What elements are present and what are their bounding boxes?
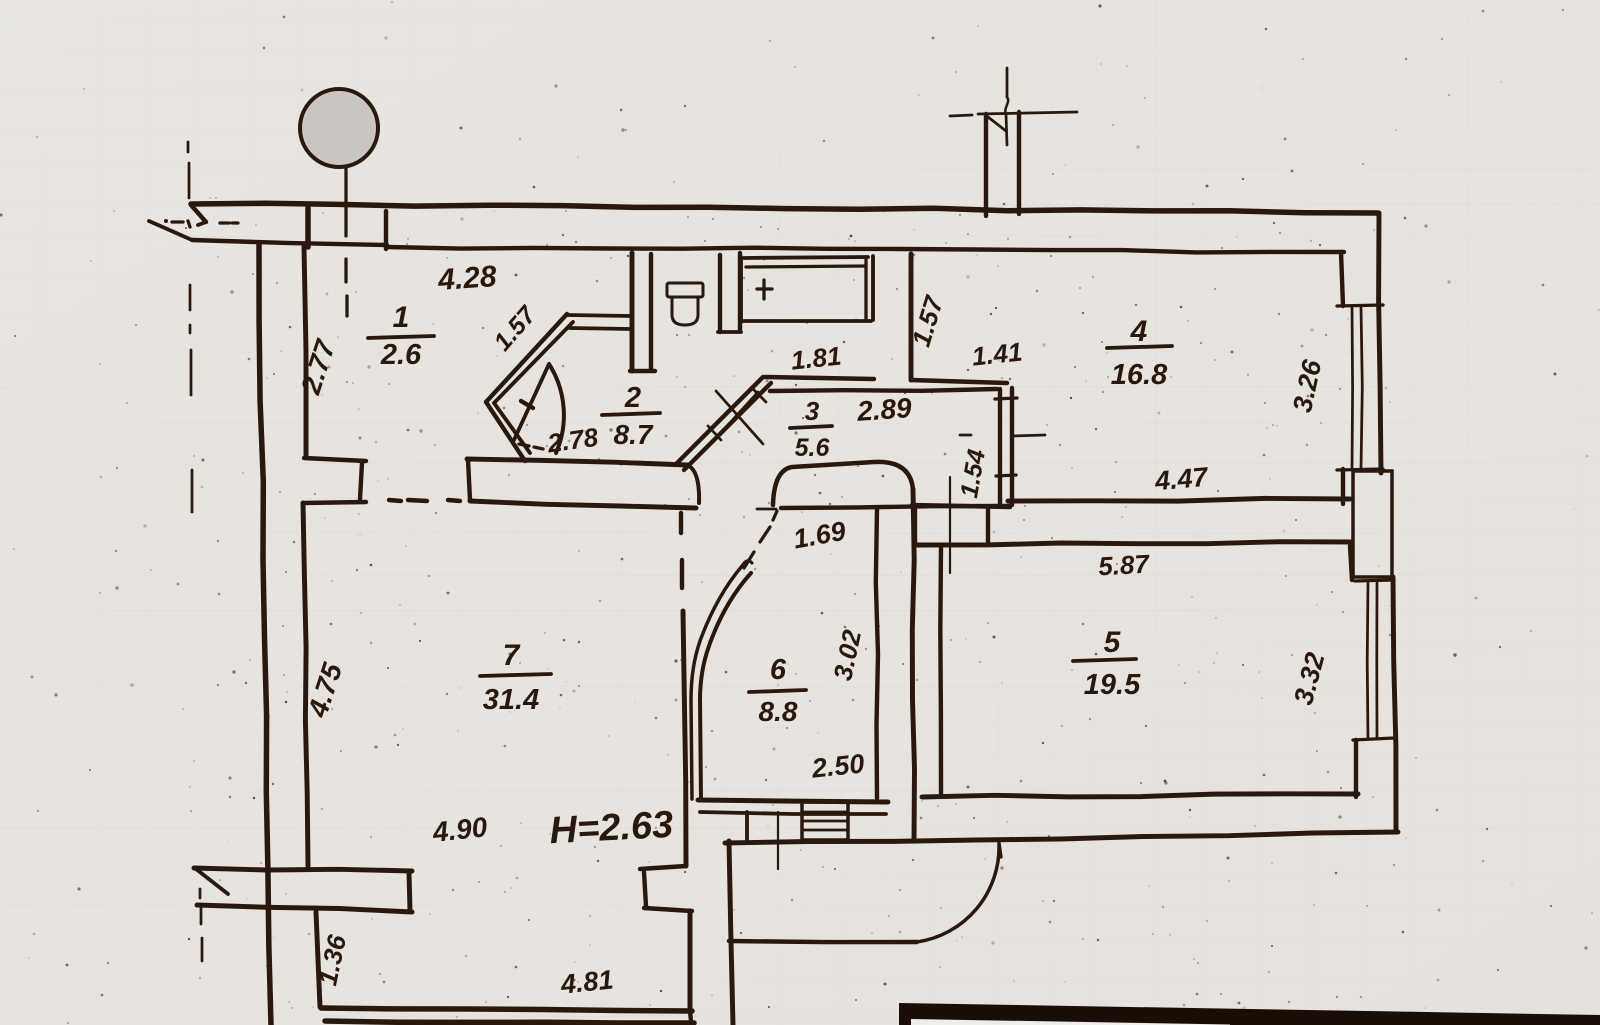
svg-text:6: 6 bbox=[770, 654, 787, 686]
svg-text:1: 1 bbox=[393, 301, 410, 334]
svg-text:H=2.63: H=2.63 bbox=[549, 804, 675, 852]
svg-text:5.87: 5.87 bbox=[1097, 549, 1151, 582]
svg-text:4.47: 4.47 bbox=[1153, 462, 1211, 497]
svg-text:16.8: 16.8 bbox=[1111, 359, 1168, 391]
svg-text:4.28: 4.28 bbox=[436, 260, 498, 297]
svg-text:19.5: 19.5 bbox=[1084, 669, 1141, 701]
svg-text:3: 3 bbox=[805, 396, 820, 426]
svg-text:1.41: 1.41 bbox=[970, 336, 1023, 371]
svg-text:2.6: 2.6 bbox=[380, 339, 422, 371]
svg-text:2.89: 2.89 bbox=[855, 392, 913, 427]
svg-text:4.90: 4.90 bbox=[430, 811, 489, 848]
svg-text:2: 2 bbox=[624, 382, 641, 414]
svg-text:5.6: 5.6 bbox=[795, 434, 831, 462]
svg-text:2.50: 2.50 bbox=[809, 748, 865, 783]
svg-text:2.78: 2.78 bbox=[545, 422, 601, 459]
svg-text:7: 7 bbox=[503, 639, 521, 672]
svg-text:4.81: 4.81 bbox=[558, 964, 614, 999]
svg-text:4: 4 bbox=[1130, 315, 1148, 348]
svg-text:8.8: 8.8 bbox=[759, 696, 798, 727]
svg-text:8.7: 8.7 bbox=[614, 419, 654, 450]
svg-text:5: 5 bbox=[1104, 626, 1122, 659]
svg-text:1.81: 1.81 bbox=[789, 340, 842, 375]
svg-text:31.4: 31.4 bbox=[483, 684, 539, 716]
